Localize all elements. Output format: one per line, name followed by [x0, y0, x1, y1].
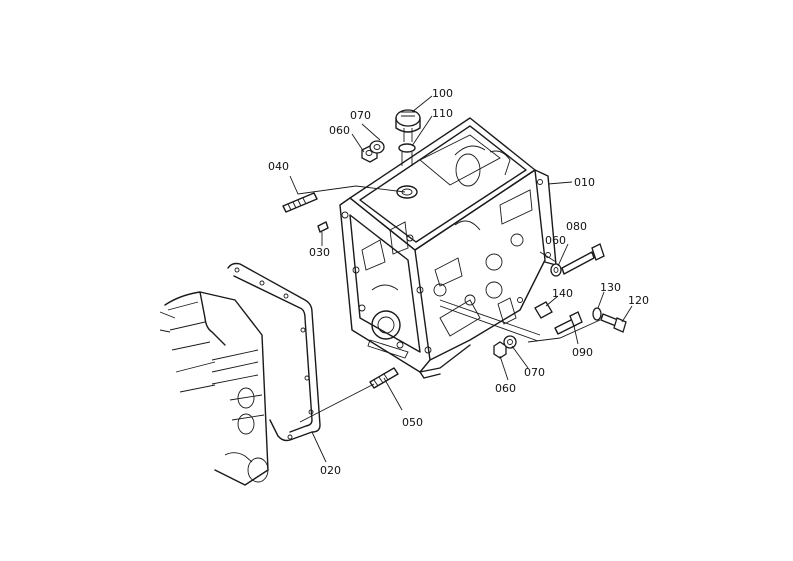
callout-090: 090 [572, 346, 593, 359]
dowel-pin-030 [317, 221, 329, 233]
adjacent-housing [159, 291, 269, 486]
gasket-020 [227, 262, 321, 442]
transmission-case-010 [339, 117, 557, 379]
callout-070-upper: 070 [350, 109, 371, 122]
callout-060-right: 060 [545, 234, 566, 247]
washer-060-right [550, 263, 562, 277]
callout-100: 100 [432, 87, 453, 100]
bolt-120 [600, 313, 627, 333]
callout-120: 120 [628, 294, 649, 307]
stud-bolt-050 [369, 367, 399, 389]
bolt-080 [561, 243, 605, 275]
rod [439, 294, 541, 342]
callout-110: 110 [432, 107, 453, 120]
callout-130: 130 [600, 281, 621, 294]
callout-labels: 100 110 070 060 010 040 080 060 030 140 … [268, 87, 649, 477]
bolt-090 [554, 311, 583, 335]
washer-070-upper [369, 140, 385, 154]
callout-080: 080 [566, 220, 587, 233]
callout-070-lower: 070 [524, 366, 545, 379]
callout-050: 050 [402, 416, 423, 429]
callout-030: 030 [309, 246, 330, 259]
callout-060-upper: 060 [329, 124, 350, 137]
callout-020: 020 [320, 464, 341, 477]
callout-010: 010 [574, 176, 595, 189]
washer-070-lower [503, 335, 517, 349]
nut-060-lower [493, 341, 507, 359]
stud-bolt-040 [282, 192, 318, 213]
callout-140: 140 [552, 287, 573, 300]
callout-040: 040 [268, 160, 289, 173]
plug-140 [534, 301, 553, 319]
callout-060-lower: 060 [495, 382, 516, 395]
leader-lines [289, 95, 633, 463]
oil-cap-100 [395, 109, 421, 142]
o-ring-110 [396, 143, 418, 199]
washer-130 [592, 307, 602, 321]
